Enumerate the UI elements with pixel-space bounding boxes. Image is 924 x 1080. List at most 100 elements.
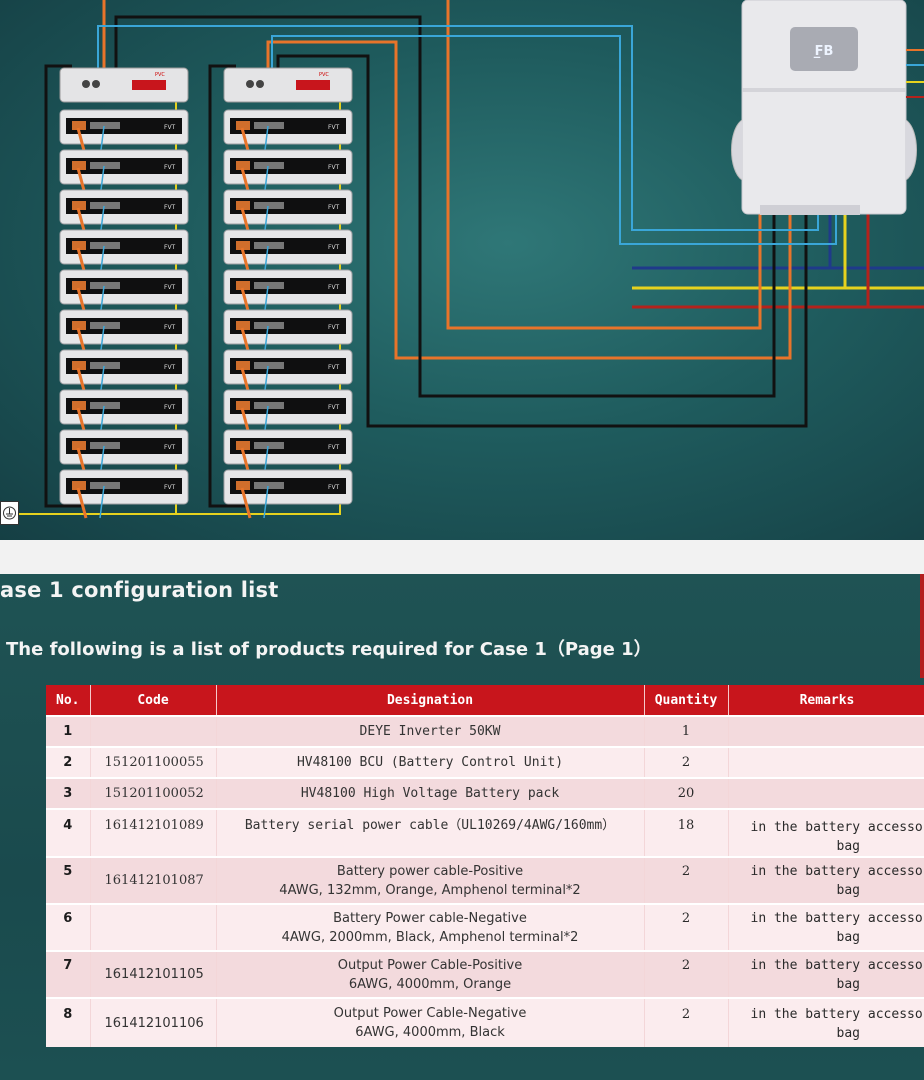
table-row: 8 161412101106 Output Power Cable-Negati…: [46, 997, 924, 1047]
product-remarks: in the battery accesso bag: [728, 856, 924, 904]
designation-line-2: 6AWG, 4000mm, Black: [355, 1025, 505, 1040]
serial-cable: [76, 487, 88, 519]
product-quantity: 18: [644, 808, 729, 857]
module-tag: FVT: [164, 364, 176, 371]
black-cable-1: [114, 15, 776, 398]
module-tag: FVT: [164, 284, 176, 291]
product-quantity: 2: [644, 856, 729, 904]
remarks-line-2: bag: [836, 930, 860, 945]
bcu-tag: PVC: [319, 72, 329, 78]
product-code: 161412101105: [90, 950, 217, 998]
product-code: 161412101089: [90, 808, 217, 857]
battery-module: FVT: [59, 229, 189, 279]
battery-module: FVT: [223, 149, 353, 199]
product-remarks: [728, 746, 924, 778]
battery-module: FVT: [59, 149, 189, 199]
inverter-display: [790, 27, 858, 71]
product-designation: HV48100 BCU (Battery Control Unit): [216, 746, 645, 778]
row-number: 4: [46, 808, 91, 857]
designation-line-2: 4AWG, 2000mm, Black, Amphenol terminal*2: [281, 929, 579, 945]
module-tag: FVT: [328, 324, 340, 331]
product-remarks: in the battery accesso bag: [728, 903, 924, 951]
module-tag: FVT: [164, 204, 176, 211]
battery-module: FVT: [223, 269, 353, 319]
module-tag: FVT: [328, 164, 340, 171]
battery-module: FVT: [223, 109, 353, 159]
product-remarks: [728, 777, 924, 809]
black-cable-2: [276, 54, 808, 428]
column-header-designation: Designation: [216, 685, 645, 716]
inverter-logo: F̲B: [813, 44, 833, 59]
ground-cable-b: [18, 80, 341, 515]
battery-module: FVT: [59, 349, 189, 399]
module-tag: FVT: [164, 484, 176, 491]
column-header-quantity: Quantity: [644, 685, 729, 716]
module-tag: FVT: [328, 284, 340, 291]
product-quantity: 2: [644, 903, 729, 951]
comm-cable: [99, 485, 105, 519]
product-quantity: 2: [644, 950, 729, 998]
product-code: [90, 715, 217, 747]
battery-module: FVT: [223, 389, 353, 439]
section-divider: [0, 540, 924, 574]
module-tag: FVT: [164, 404, 176, 411]
designation-line-1: Battery Power cable-Negative: [333, 910, 527, 926]
table-row: 2 151201100055 HV48100 BCU (Battery Cont…: [46, 746, 924, 778]
product-quantity: 20: [644, 777, 729, 809]
row-number: 1: [46, 715, 91, 747]
table-row: 4 161412101089 Battery serial power cabl…: [46, 808, 924, 857]
remarks-line-1: in the battery accesso: [750, 864, 923, 879]
designation-line-1: Output Power Cable-Positive: [337, 957, 523, 973]
product-code: 151201100052: [90, 777, 217, 809]
orange-cable-1b: [446, 0, 762, 330]
battery-module: FVT: [59, 269, 189, 319]
orange-cable-2: [266, 40, 792, 360]
product-remarks: [728, 715, 924, 747]
product-designation: DEYE Inverter 50KW: [216, 715, 645, 747]
module-tag: FVT: [164, 324, 176, 331]
battery-module: FVT: [59, 189, 189, 239]
battery-module: FVT: [59, 389, 189, 439]
product-table: No. Code Designation Quantity Remarks 1 …: [46, 685, 924, 1047]
row-number: 7: [46, 950, 91, 998]
battery-module: FVT: [223, 349, 353, 399]
page-title: ase 1 configuration list: [0, 578, 279, 602]
designation-line-1: Battery power cable-Positive: [336, 863, 524, 879]
remarks-line-1: in the battery accesso: [750, 911, 923, 926]
remarks-line-1: in the battery accesso: [750, 1007, 923, 1022]
product-quantity: 2: [644, 746, 729, 778]
battery-module: FVT: [59, 109, 189, 159]
rack-2-negative-loop: [208, 64, 248, 508]
battery-module: FVT: [223, 229, 353, 279]
battery-module: FVT: [223, 469, 353, 519]
module-tag: FVT: [328, 244, 340, 251]
column-header-code: Code: [90, 685, 217, 716]
module-tag: FVT: [164, 244, 176, 251]
page-subtitle: The following is a list of products requ…: [6, 639, 652, 660]
remarks-line-2: bag: [836, 839, 860, 854]
module-tag: FVT: [164, 124, 176, 131]
product-quantity: 1: [644, 715, 729, 747]
product-quantity: 2: [644, 997, 729, 1047]
product-designation: Battery serial power cable（UL10269/4AWG/…: [216, 808, 645, 857]
remarks-line-2: bag: [836, 883, 860, 898]
product-code: 161412101106: [90, 997, 217, 1047]
bcu-unit: PVC: [59, 67, 189, 103]
comm-cable: [263, 485, 269, 519]
row-number: 6: [46, 903, 91, 951]
product-code: [90, 903, 217, 951]
ground-symbol-icon: [0, 501, 19, 525]
module-tag: FVT: [328, 444, 340, 451]
product-code: 151201100055: [90, 746, 217, 778]
row-number: 2: [46, 746, 91, 778]
battery-module: FVT: [59, 309, 189, 359]
module-tag: FVT: [328, 124, 340, 131]
